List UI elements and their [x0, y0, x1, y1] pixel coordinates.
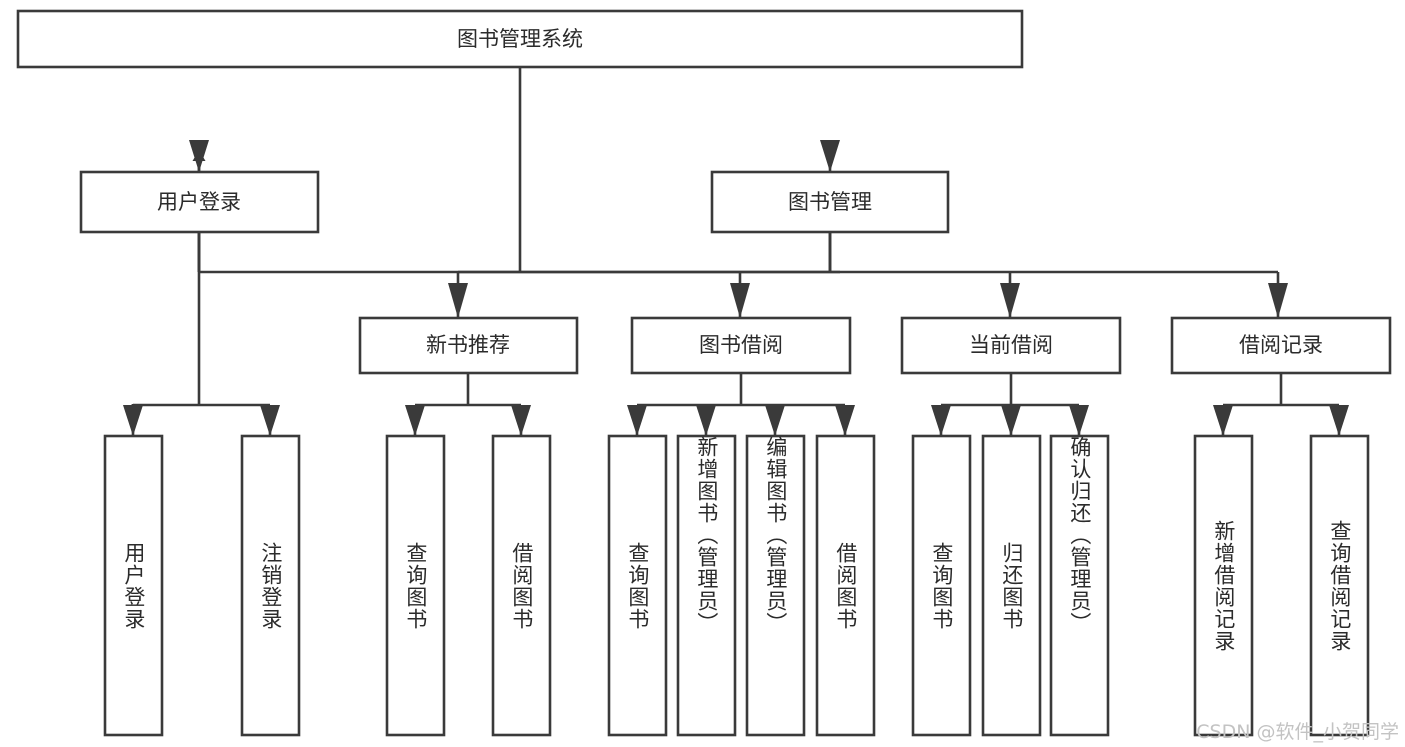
leaf-box-add-record[interactable]: [1193, 434, 1254, 737]
node-book-management[interactable]: 图书管理: [710, 170, 950, 234]
leaf-box-query-book-3[interactable]: [911, 434, 972, 737]
leaf-box-user-login[interactable]: [103, 434, 164, 737]
node-user-login[interactable]: 用户登录: [79, 170, 320, 234]
connector-record-to-leaves: [1213, 373, 1349, 436]
leaf-box-query-book-1[interactable]: [385, 434, 446, 737]
node-borrow-record-label: 借阅记录: [1239, 333, 1323, 357]
watermark: CSDN @软件_小贺同学: [1196, 721, 1399, 743]
connector-borrow-to-leaves: [627, 373, 855, 436]
connector-bookmgmt-to-level3: [448, 232, 1288, 318]
node-book-borrow[interactable]: 图书借阅: [630, 316, 852, 375]
leaf-box-logout[interactable]: [240, 434, 301, 737]
node-root[interactable]: 图书管理系统: [16, 9, 1024, 69]
node-book-management-label: 图书管理: [788, 190, 872, 214]
leaf-box-query-book-2[interactable]: [607, 434, 668, 737]
connector-root-to-level2: [189, 67, 840, 274]
leaf-box-borrow-book-2[interactable]: [815, 434, 876, 737]
node-new-book-recommend-label: 新书推荐: [426, 333, 510, 357]
leaf-box-group: [103, 434, 1370, 737]
leaf-box-query-record[interactable]: [1309, 434, 1370, 737]
leaf-box-borrow-book-1[interactable]: [491, 434, 552, 737]
node-root-label: 图书管理系统: [457, 27, 583, 51]
leaf-box-confirm-return-admin[interactable]: [1049, 434, 1110, 737]
node-user-login-label: 用户登录: [157, 190, 241, 214]
leaf-box-edit-book-admin[interactable]: [745, 434, 806, 737]
node-current-borrow-label: 当前借阅: [969, 333, 1053, 357]
connector-current-to-leaves: [931, 373, 1089, 436]
leaf-box-add-book-admin[interactable]: [676, 434, 737, 737]
node-book-borrow-label: 图书借阅: [699, 333, 783, 357]
connector-userlogin-to-leaves: [123, 232, 280, 436]
connector-newbook-to-leaves: [405, 373, 531, 436]
node-current-borrow[interactable]: 当前借阅: [900, 316, 1122, 375]
node-borrow-record[interactable]: 借阅记录: [1170, 316, 1392, 375]
leaf-box-return-book[interactable]: [981, 434, 1042, 737]
node-new-book-recommend[interactable]: 新书推荐: [358, 316, 579, 375]
